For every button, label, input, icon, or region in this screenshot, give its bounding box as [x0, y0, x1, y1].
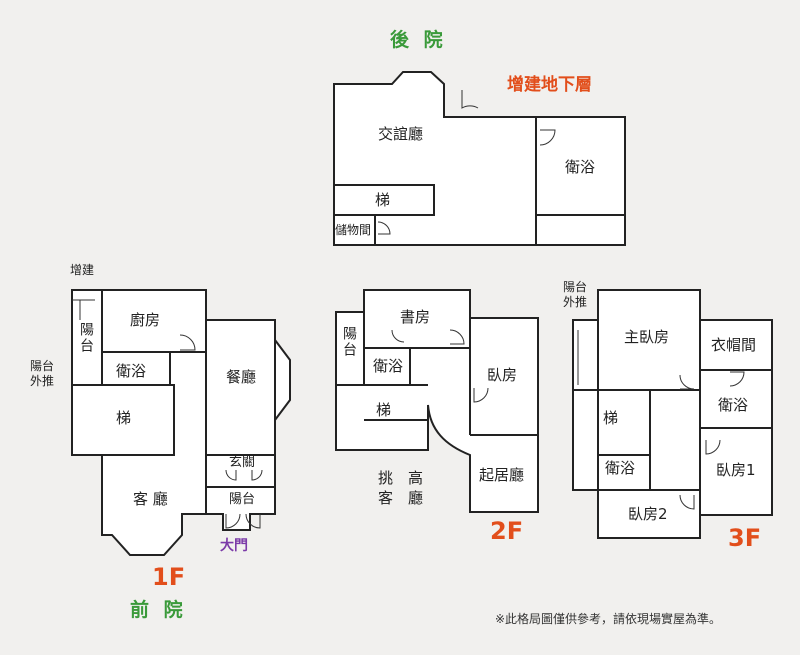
f2-void-line2-label: 客 廳 — [378, 489, 424, 507]
f3-closet-label: 衣帽間 — [711, 336, 757, 354]
f1-balcony-label: 陽台 — [229, 492, 256, 507]
f1-dining-label: 餐廳 — [226, 368, 257, 386]
f1-balcony-extended-label: 陽台外推 — [30, 359, 55, 388]
floor2-label: 2F — [490, 517, 524, 545]
f1-bath-label: 衛浴 — [116, 362, 147, 380]
f1-foyer-label: 玄關 — [229, 455, 256, 470]
basement-plan — [333, 71, 626, 246]
main-door-label: 大門 — [220, 538, 248, 554]
f3-stairs-label: 梯 — [603, 409, 619, 427]
f3-balcony-extended-label: 陽台外推 — [563, 280, 588, 309]
f1-stairs-label: 梯 — [116, 409, 132, 427]
floor1-plan — [71, 289, 291, 556]
f3-bath-b-label: 衛浴 — [605, 459, 636, 477]
f2-sitting-label: 起居廳 — [479, 466, 525, 484]
f3-bath-a-label: 衛浴 — [718, 396, 749, 414]
floor2-plan — [335, 289, 539, 513]
f2-balcony-vertical-label: 陽台 — [341, 326, 357, 358]
basement-storage-label: 儲物間 — [335, 223, 372, 237]
floor3-label: 3F — [728, 524, 762, 552]
f1-balcony-vertical-label: 陽台 — [78, 322, 94, 354]
basement-title: 增建地下層 — [507, 75, 592, 95]
f3-master-label: 主臥房 — [624, 328, 670, 346]
floor1-label: 1F — [152, 563, 186, 591]
f2-stairs-label: 梯 — [376, 401, 392, 419]
f3-bedroom1-label: 臥房1 — [716, 461, 756, 479]
f2-bedroom-label: 臥房 — [487, 366, 518, 384]
f2-study-label: 書房 — [400, 308, 431, 326]
backyard-label: 後 院 — [390, 29, 447, 51]
f1-living-label: 客 廳 — [133, 490, 168, 508]
floor3-plan — [572, 289, 773, 539]
f2-void-line1-label: 挑 高 — [378, 469, 424, 487]
basement-stairs-label: 梯 — [375, 191, 391, 209]
disclaimer-note: ※此格局圖僅供參考，請依現場實屋為準。 — [495, 612, 722, 626]
f3-bedroom2-label: 臥房2 — [628, 505, 668, 523]
basement-lounge-label: 交誼廳 — [378, 125, 424, 143]
basement-bath-label: 衛浴 — [565, 158, 596, 176]
f2-bath-label: 衛浴 — [373, 357, 404, 375]
frontyard-label: 前 院 — [130, 599, 187, 621]
f1-extension-label: 增建 — [70, 263, 95, 277]
f1-kitchen-label: 廚房 — [130, 311, 161, 329]
